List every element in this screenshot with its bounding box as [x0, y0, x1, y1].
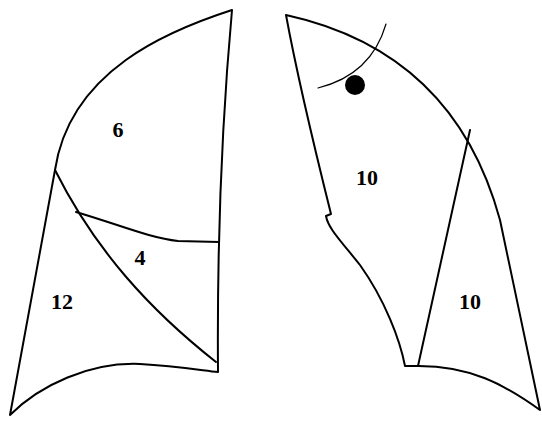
lobe-number: 12 — [51, 291, 73, 313]
lobe-number: 10 — [356, 167, 378, 189]
right-lung-outline — [10, 10, 232, 415]
lobe-number: 4 — [135, 247, 146, 269]
horizontal-fissure — [76, 212, 219, 242]
nodule-dot — [345, 75, 365, 95]
oblique-fissure — [55, 170, 216, 362]
lobe-number: 6 — [113, 119, 124, 141]
lobe-number: 10 — [459, 291, 481, 313]
oblique-fissure — [418, 130, 470, 366]
left-lung-outline — [286, 15, 540, 410]
